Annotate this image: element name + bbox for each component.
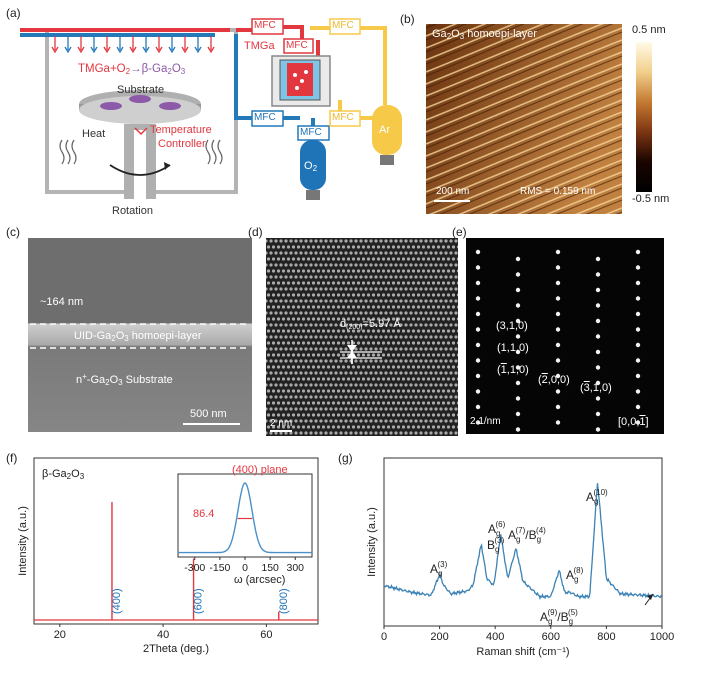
colorbar-max: 0.5 nm	[632, 24, 666, 36]
raman-ylabel: Intensity (a.u.)	[366, 507, 378, 577]
hrtem-d-spacing: d(200)=5.97 Å	[340, 318, 401, 331]
inset-tick-label-4: 300	[286, 562, 304, 574]
afm-image	[426, 24, 622, 214]
raman-tick-label-4: 800	[597, 631, 615, 643]
colorbar-min: -0.5 nm	[632, 193, 670, 205]
mfc-label-tmga-2: MFC	[286, 40, 308, 51]
afm-rms-label: RMS = 0.159 nm	[520, 186, 596, 197]
ar-label: Ar	[379, 124, 390, 136]
panel-d-letter: (d)	[248, 225, 263, 239]
saed-scale-label: 2 1/nm	[470, 416, 501, 427]
inset-tick-label-2: 0	[242, 562, 248, 574]
saed-spot-label-2: (1,1,0)	[497, 342, 529, 354]
mfc-label-ar-1: MFC	[332, 20, 354, 31]
raman-peak-label-5: Ag(9)/Bg(5)	[540, 608, 578, 626]
panel-g-letter: (g)	[338, 451, 353, 465]
panel-b-letter: (b)	[400, 12, 415, 26]
panel-e-letter: (e)	[452, 225, 467, 239]
xrd-tick-label-1: 40	[157, 629, 169, 641]
xrd-tick-label-0: 20	[54, 629, 66, 641]
sem-layer-label: UID-Ga2O3 homoepi-layer	[74, 330, 202, 343]
mfc-label-o2-1: MFC	[254, 112, 276, 123]
panel-a-letter: (a)	[6, 6, 21, 20]
raman-peak-label-0: Ag(3)	[430, 560, 448, 578]
substrate-label: Substrate	[117, 84, 165, 96]
raman-peak-label-2: Ag(6)	[488, 520, 506, 538]
inset-tick-label-0: -300	[184, 562, 205, 574]
hrtem-scale-label: 2 nm	[270, 418, 293, 429]
xrd-peak-label-1: (600)	[193, 588, 205, 614]
tmga-label: TMGa	[244, 40, 275, 52]
raman-tick-label-5: 1000	[650, 631, 674, 643]
xrd-peak-label-0: (400)	[111, 588, 123, 614]
inset-tick-label-3: 150	[261, 562, 279, 574]
mfc-label-tmga-1: MFC	[254, 20, 276, 31]
raman-tick-label-0: 0	[381, 631, 387, 643]
hrtem-image	[266, 238, 458, 436]
sem-thickness-label: ~164 nm	[40, 296, 84, 308]
raman-tick-label-3: 600	[542, 631, 560, 643]
saed-spot-label-3: (1,1,0)	[497, 364, 529, 376]
panel-c-letter: (c)	[6, 225, 20, 239]
inset-plane-label: (400) plane	[232, 464, 288, 476]
xrd-material-label: β-Ga2O3	[42, 468, 85, 481]
afm-colorbar	[636, 42, 652, 192]
o2-label: O2	[304, 160, 318, 173]
xrd-frame	[33, 457, 319, 625]
inset-rocking-curve	[178, 482, 312, 554]
raman-tick-label-2: 400	[486, 631, 504, 643]
inset-fwhm-label: 86.4	[193, 508, 215, 520]
raman-peak-label-1: Bg(3)	[487, 536, 505, 554]
saed-pattern	[466, 238, 664, 434]
temperature-label: Temperature	[150, 124, 212, 136]
reaction-equation: TMGa+O2→β-Ga2O3	[78, 63, 186, 76]
heat-label: Heat	[82, 128, 106, 140]
xrd-peak-label-2: (800)	[278, 588, 290, 614]
mfc-label-o2-2: MFC	[300, 127, 322, 138]
xrd-tick-label-2: 60	[260, 629, 272, 641]
mfc-label-ar-2: MFC	[332, 112, 354, 123]
afm-terraces	[426, 24, 622, 214]
saed-zone-label: [0,0,1]	[618, 416, 649, 428]
raman-frame	[383, 457, 663, 627]
inset-xlabel: ω (arcsec)	[234, 574, 286, 586]
inset-frame	[177, 473, 313, 558]
sem-image	[28, 238, 252, 432]
rotation-label: Rotation	[112, 205, 153, 217]
afm-scale-bar	[434, 200, 470, 202]
controller-label: Controller	[158, 138, 206, 150]
sem-substrate-label: n+-Ga2O3 Substrate	[76, 372, 173, 387]
sem-scale-label: 500 nm	[190, 408, 227, 420]
panel-f-letter: (f)	[6, 451, 18, 465]
afm-scale-label: 200 nm	[436, 186, 470, 197]
saed-spot-label-5: (3,1,0)	[580, 382, 612, 394]
saed-spot-label-1: (3,1,0)	[496, 320, 528, 332]
raman-peak-label-6: Ag(10)	[586, 488, 608, 506]
afm-title: Ga2O3 homoepi-layer	[432, 28, 537, 41]
raman-spectrum	[383, 483, 662, 601]
inset-tick-label-1: -150	[209, 562, 230, 574]
xrd-ylabel: Intensity (a.u.)	[17, 506, 29, 576]
raman-tick-label-1: 200	[430, 631, 448, 643]
saed-spot-label-4: (2,0,0)	[538, 374, 570, 386]
raman-xlabel: Raman shift (cm⁻¹)	[476, 646, 569, 658]
raman-peak-label-4: Ag(8)	[566, 566, 584, 584]
raman-peak-label-3: Ag(7)/Bg(4)	[508, 526, 546, 544]
xrd-xlabel: 2Theta (deg.)	[143, 643, 209, 655]
